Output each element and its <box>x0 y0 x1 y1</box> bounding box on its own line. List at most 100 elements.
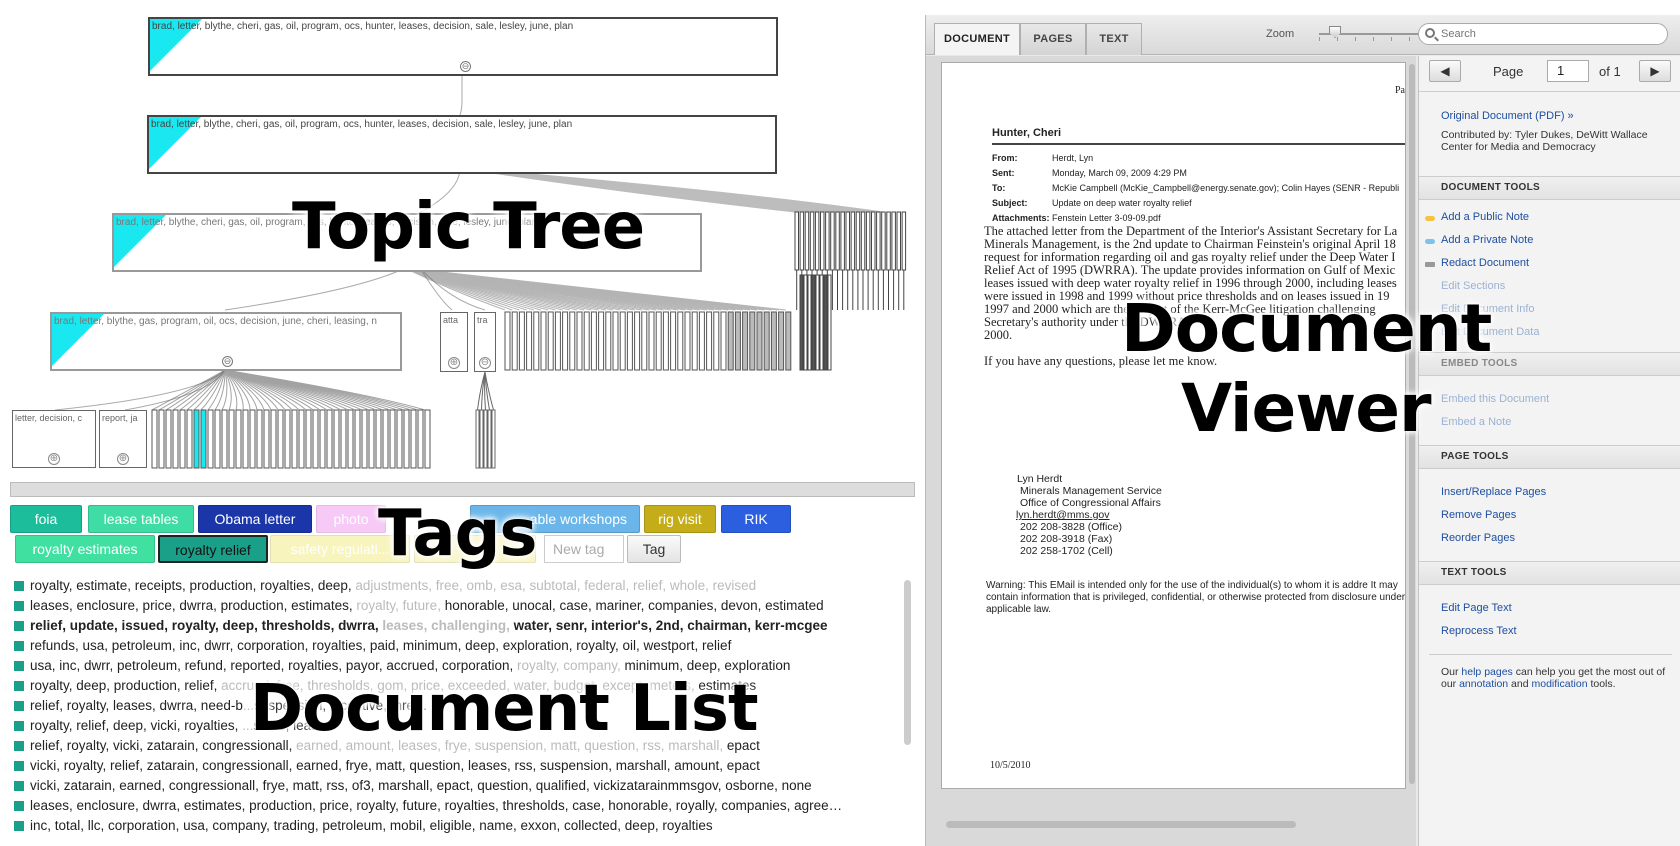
embed-document-link[interactable]: Embed this Document <box>1441 393 1550 405</box>
topic-cluster-bar[interactable] <box>284 409 291 469</box>
embed-note-link[interactable]: Embed a Note <box>1441 416 1512 428</box>
topic-cluster-bar[interactable] <box>891 211 896 271</box>
edit-sections-link[interactable]: Edit Sections <box>1441 280 1506 292</box>
topic-cluster-bar[interactable] <box>491 409 496 469</box>
document-list-item[interactable]: usa, inc, dwrr, petroleum, refund, repor… <box>10 656 900 676</box>
topic-cluster-bar[interactable] <box>270 409 277 469</box>
topic-cluster-bar[interactable] <box>312 409 319 469</box>
topic-cluster-bar[interactable] <box>511 311 518 371</box>
topic-cluster-bar[interactable] <box>819 274 824 371</box>
edit-document-info-link[interactable]: Edit Document Info <box>1441 303 1535 315</box>
topic-cluster-bar[interactable] <box>242 409 249 469</box>
topic-cluster-bar[interactable] <box>830 211 835 271</box>
topic-cluster-bar[interactable] <box>598 311 605 371</box>
topic-cluster-bar[interactable] <box>249 409 256 469</box>
topic-cluster-bar[interactable] <box>298 409 305 469</box>
topic-cluster-bar[interactable] <box>785 311 792 371</box>
document-list-scrollbar[interactable] <box>904 580 911 745</box>
topic-cluster-bar[interactable] <box>540 311 547 371</box>
topic-cluster-bar[interactable] <box>200 409 207 469</box>
remove-pages-link[interactable]: Remove Pages <box>1441 509 1517 521</box>
search-box[interactable] <box>1418 23 1668 45</box>
document-list-item[interactable]: vicki, zatarain, earned, congressionall,… <box>10 776 900 796</box>
topic-cluster-bar[interactable] <box>901 211 907 271</box>
topic-cluster-bar[interactable] <box>670 311 677 371</box>
topic-cluster-bar[interactable] <box>720 311 727 371</box>
topic-cluster-bar[interactable] <box>576 311 583 371</box>
topic-cluster-bar[interactable] <box>807 274 812 371</box>
topic-cluster-bar[interactable] <box>277 409 284 469</box>
topic-cluster-bar[interactable] <box>811 274 816 371</box>
topic-cluster-bar[interactable] <box>263 409 270 469</box>
topic-cluster-bar[interactable] <box>770 311 777 371</box>
topic-cluster-bar[interactable] <box>840 211 845 271</box>
topic-cluster-bar[interactable] <box>193 409 200 469</box>
document-list-item[interactable]: royalty, deep, production, relief, accru… <box>10 676 900 696</box>
topic-cluster-bar[interactable] <box>526 311 533 371</box>
topic-cluster-bar[interactable] <box>691 311 698 371</box>
topic-cluster-bar[interactable] <box>706 311 713 371</box>
tag-workshops[interactable]: ...able workshops <box>470 505 640 533</box>
topic-cluster-bar[interactable] <box>626 311 633 371</box>
topic-cluster-bar[interactable] <box>749 311 756 371</box>
topic-cluster-bar[interactable] <box>835 211 840 271</box>
tab-document[interactable]: DOCUMENT <box>934 23 1020 55</box>
tag-button[interactable]: Tag <box>627 535 681 563</box>
document-list-item[interactable]: royalty, estimate, receipts, production,… <box>10 576 900 596</box>
topic-cluster-bar[interactable] <box>809 211 815 271</box>
topic-cluster-bar[interactable] <box>361 409 368 469</box>
original-document-link[interactable]: Original Document (PDF) » <box>1441 110 1574 122</box>
topic-cluster-bar[interactable] <box>479 409 484 469</box>
prev-page-button[interactable]: ◀ <box>1429 60 1461 82</box>
topic-cluster-bar[interactable] <box>186 409 193 469</box>
topic-cluster-bar[interactable] <box>228 409 235 469</box>
topic-node-root[interactable]: brad, letter, blythe, cheri, gas, oil, p… <box>148 17 778 76</box>
topic-cluster-bar[interactable] <box>319 409 326 469</box>
topic-cluster-bar[interactable] <box>417 409 424 469</box>
topic-cluster-bar[interactable] <box>590 311 597 371</box>
topic-cluster-bar[interactable] <box>742 311 749 371</box>
document-list-item[interactable]: relief, update, issued, royalty, deep, t… <box>10 616 900 636</box>
topic-leaf[interactable]: letter, decision, c ⊕ <box>12 410 96 468</box>
topic-cluster-bar[interactable] <box>504 311 511 371</box>
topic-cluster-bar[interactable] <box>207 409 214 469</box>
topic-cluster-bar[interactable] <box>605 311 612 371</box>
topic-cluster-bar[interactable] <box>823 274 828 371</box>
topic-cluster-bar[interactable] <box>424 409 431 469</box>
help-pages-link[interactable]: help pages <box>1461 666 1513 678</box>
topic-cluster-bar[interactable] <box>799 274 804 371</box>
topic-cluster-bar[interactable] <box>756 311 763 371</box>
topic-cluster-bar[interactable] <box>235 409 242 469</box>
document-list-item[interactable]: leases, enclosure, dwrra, estimates, pro… <box>10 796 900 816</box>
document-list-item[interactable]: royalty, relief, deep, vicki, royalties,… <box>10 716 900 736</box>
topic-cluster-bar[interactable] <box>827 274 832 371</box>
topic-cluster-bar[interactable] <box>368 409 375 469</box>
topic-cluster-bar[interactable] <box>655 311 662 371</box>
topic-cluster-bar[interactable] <box>483 409 488 469</box>
tree-scrollbar[interactable] <box>10 482 915 497</box>
topic-cluster-bar[interactable] <box>554 311 561 371</box>
topic-cluster-bar[interactable] <box>684 311 691 371</box>
topic-cluster-bar[interactable] <box>256 409 263 469</box>
topic-leaf[interactable]: report, ja ⊕ <box>99 410 147 468</box>
topic-cluster-bar[interactable] <box>803 274 808 371</box>
modification-link[interactable]: modification <box>1531 678 1588 690</box>
topic-node-small[interactable]: tra ⊖ <box>474 312 496 372</box>
topic-cluster-bar[interactable] <box>804 211 810 271</box>
topic-node-level4[interactable]: brad, letter, blythe, gas, program, oil,… <box>50 312 402 371</box>
topic-cluster-bar[interactable] <box>518 311 525 371</box>
collapse-icon[interactable]: ⊖ <box>222 356 233 367</box>
tab-pages[interactable]: PAGES <box>1020 23 1086 55</box>
topic-cluster-bar[interactable] <box>333 409 340 469</box>
topic-cluster-bar[interactable] <box>396 409 403 469</box>
document-list-item[interactable]: relief, royalty, leases, dwrra, need-b..… <box>10 696 900 716</box>
topic-cluster-bar[interactable] <box>305 409 312 469</box>
topic-cluster-bar[interactable] <box>799 211 805 271</box>
topic-node-level3[interactable]: brad, letter, blythe, cheri, gas, oil, p… <box>112 213 702 272</box>
topic-cluster-bar[interactable] <box>814 211 820 271</box>
topic-cluster-bar[interactable] <box>865 211 871 271</box>
topic-cluster-bar[interactable] <box>850 211 856 271</box>
topic-node-level2[interactable]: brad, letter, blythe, cheri, gas, oil, p… <box>147 115 777 174</box>
tag-unlabeled[interactable] <box>414 535 536 563</box>
page-vertical-scrollbar[interactable] <box>1409 64 1415 784</box>
